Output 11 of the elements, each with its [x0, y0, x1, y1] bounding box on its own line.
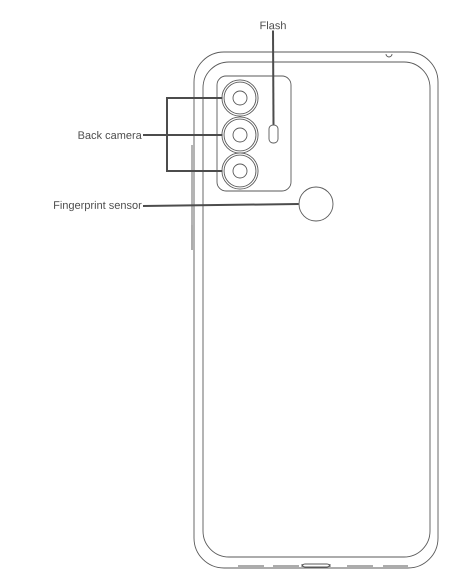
callout-label: Fingerprint sensor — [54, 200, 142, 212]
fingerprint-sensor — [298, 186, 334, 222]
leader-line — [272, 30, 274, 125]
callout-label: Back camera — [78, 130, 142, 140]
camera-lens — [222, 80, 258, 116]
callout-label: Flash — [260, 21, 286, 30]
leader-line — [143, 134, 223, 172]
leader-line — [143, 203, 299, 207]
flash-light — [268, 124, 278, 144]
camera-lens — [222, 152, 258, 190]
camera-lens — [222, 116, 258, 154]
